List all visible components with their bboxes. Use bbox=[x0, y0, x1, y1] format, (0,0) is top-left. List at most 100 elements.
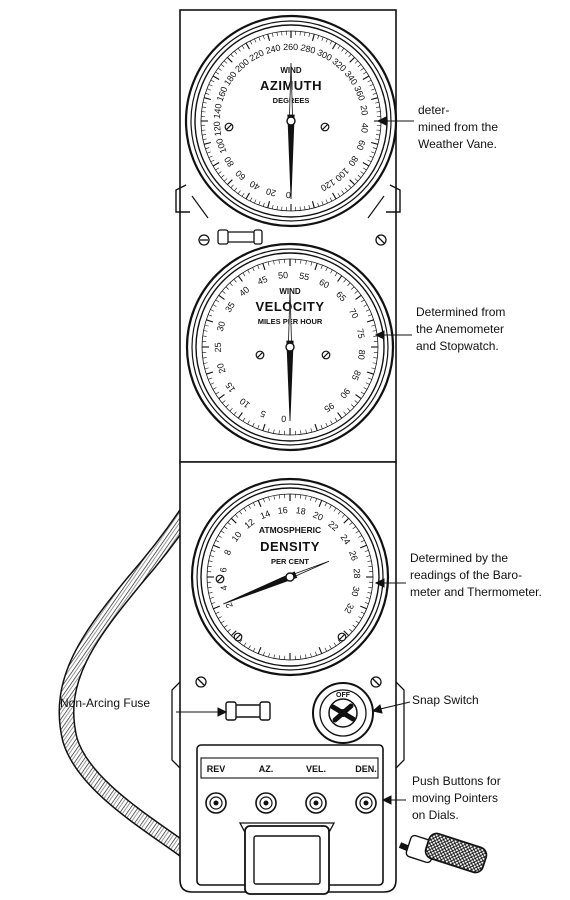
push-button-rev[interactable]: REV bbox=[205, 764, 227, 814]
dial-tick-label: 30 bbox=[349, 585, 361, 597]
snap-switch[interactable]: OFF bbox=[312, 682, 374, 744]
dial-tick-label: 80 bbox=[356, 349, 367, 360]
panel-screw bbox=[195, 676, 207, 688]
dial-tick-label: 280 bbox=[300, 42, 317, 55]
dial-pointer bbox=[223, 571, 298, 605]
dial-tick-label: 26 bbox=[347, 549, 360, 562]
dial-tick-label: 80 bbox=[346, 154, 360, 168]
callout-line: meter and Thermometer. bbox=[410, 585, 542, 599]
dial-tick-label: 20 bbox=[265, 186, 277, 198]
dial-tick-label: 60 bbox=[317, 277, 331, 291]
dial-tick-label: 6 bbox=[218, 567, 228, 573]
dial-tick-label: 22 bbox=[326, 519, 340, 533]
dial-tick-label: 100 bbox=[214, 137, 228, 155]
switch-callout: Snap Switch bbox=[412, 692, 479, 709]
dial-screw bbox=[224, 122, 234, 132]
dial-tick-label: 8 bbox=[222, 548, 233, 556]
dial-tick-label: 14 bbox=[259, 508, 272, 521]
dial-pointer bbox=[286, 340, 294, 422]
dial-tick-label: 40 bbox=[248, 179, 262, 193]
push-button-den[interactable]: DEN. bbox=[355, 764, 377, 814]
dial-tick-label: 85 bbox=[350, 369, 363, 382]
switch-label: OFF bbox=[336, 692, 351, 699]
dial-screw bbox=[255, 350, 265, 360]
dial-tick-label: 0 bbox=[286, 190, 291, 200]
dial-tick-label: 30 bbox=[215, 320, 227, 332]
dial-tick-label: 20 bbox=[359, 105, 370, 116]
callout-line: moving Pointers bbox=[412, 791, 499, 805]
callout-line: Non-Arcing Fuse bbox=[60, 696, 151, 710]
dial-screw bbox=[320, 122, 330, 132]
callout-line: readings of the Baro- bbox=[410, 568, 523, 582]
dial-tick-label: 32 bbox=[342, 602, 356, 616]
push-button-label: DEN. bbox=[355, 764, 377, 774]
dial-screw bbox=[215, 574, 225, 584]
dial-tick-label: 2 bbox=[224, 601, 235, 610]
dial-tick-label: 140 bbox=[212, 103, 224, 119]
upper-fuse bbox=[217, 229, 263, 245]
dial-tick-label: 75 bbox=[355, 328, 367, 340]
dial-tick-label: 5 bbox=[259, 408, 267, 419]
hand-crank-handle[interactable] bbox=[398, 831, 489, 874]
push-button-label: AZ. bbox=[259, 764, 274, 774]
dial-tick-label: 260 bbox=[283, 42, 298, 52]
dial-tick-label: 4 bbox=[219, 585, 230, 592]
dial-tick-label: 12 bbox=[242, 517, 256, 531]
dial-hub bbox=[285, 572, 295, 582]
dial-tick-label: 45 bbox=[256, 274, 269, 287]
dial-pointer bbox=[287, 114, 295, 200]
fuse-callout: Non-Arcing Fuse bbox=[60, 695, 150, 712]
callout-line: mined from the bbox=[418, 120, 499, 134]
dial-tick-label: 35 bbox=[223, 300, 237, 314]
callout-line: Push Buttons for bbox=[412, 774, 501, 788]
dial-tick-label: 55 bbox=[298, 271, 310, 283]
dial-tick-label: 120 bbox=[212, 121, 224, 137]
dial-screw bbox=[321, 350, 331, 360]
dial-tick-label: 65 bbox=[334, 289, 348, 303]
dial-tick-label: 16 bbox=[277, 505, 288, 516]
dial-tick-label: 25 bbox=[213, 342, 223, 352]
callout-line: the Anemometer bbox=[416, 322, 505, 336]
dial-tick-label: 20 bbox=[311, 510, 324, 523]
callout-line: Weather Vane. bbox=[418, 137, 497, 151]
push-button-vel[interactable]: VEL. bbox=[305, 764, 327, 814]
dial-tick-label: 15 bbox=[223, 380, 237, 394]
dial-tick-label: 28 bbox=[352, 568, 363, 579]
dial-screw bbox=[233, 632, 243, 642]
velocity-dial: 05101520253035404550556065707580859095WI… bbox=[185, 242, 395, 452]
dial-top-text: ATMOSPHERIC bbox=[259, 525, 321, 535]
velocity-callout: Determined from the Anemometer and Stopw… bbox=[416, 304, 505, 355]
leader-lines bbox=[176, 116, 414, 805]
dial-tick-label: 240 bbox=[265, 43, 282, 56]
dial-tick-label: 40 bbox=[359, 122, 370, 133]
dial-tick-label: 95 bbox=[322, 400, 336, 414]
dial-tick-label: 60 bbox=[233, 168, 247, 182]
dial-hub bbox=[285, 342, 295, 352]
dial-tick-label: 24 bbox=[339, 532, 353, 546]
non-arcing-fuse bbox=[225, 701, 271, 721]
dial-screw bbox=[337, 632, 347, 642]
dial-tick-label: 10 bbox=[238, 396, 252, 410]
dial-tick-label: 18 bbox=[295, 505, 306, 516]
dial-tick-label: 90 bbox=[338, 386, 352, 400]
buttons-callout: Push Buttons for moving Pointers on Dial… bbox=[412, 773, 501, 824]
dial-hub bbox=[286, 116, 296, 126]
push-button-az[interactable]: AZ. bbox=[255, 764, 277, 814]
callout-line: on Dials. bbox=[412, 808, 459, 822]
dial-tick-label: 80 bbox=[222, 155, 236, 169]
button-plate bbox=[196, 744, 384, 886]
push-button-label: VEL. bbox=[306, 764, 326, 774]
push-button-label: REV bbox=[207, 764, 226, 774]
callout-line: Snap Switch bbox=[412, 693, 479, 707]
dial-tick-label: 0 bbox=[281, 414, 287, 424]
callout-line: Determined from bbox=[416, 305, 506, 319]
panel-screw bbox=[198, 234, 210, 246]
callout-line: and Stopwatch. bbox=[416, 339, 499, 353]
callout-line: Determined by the bbox=[410, 551, 509, 565]
dial-unit: PER CENT bbox=[271, 557, 309, 566]
dial-tick-label: 50 bbox=[278, 270, 289, 281]
callout-line: deter- bbox=[418, 103, 450, 117]
